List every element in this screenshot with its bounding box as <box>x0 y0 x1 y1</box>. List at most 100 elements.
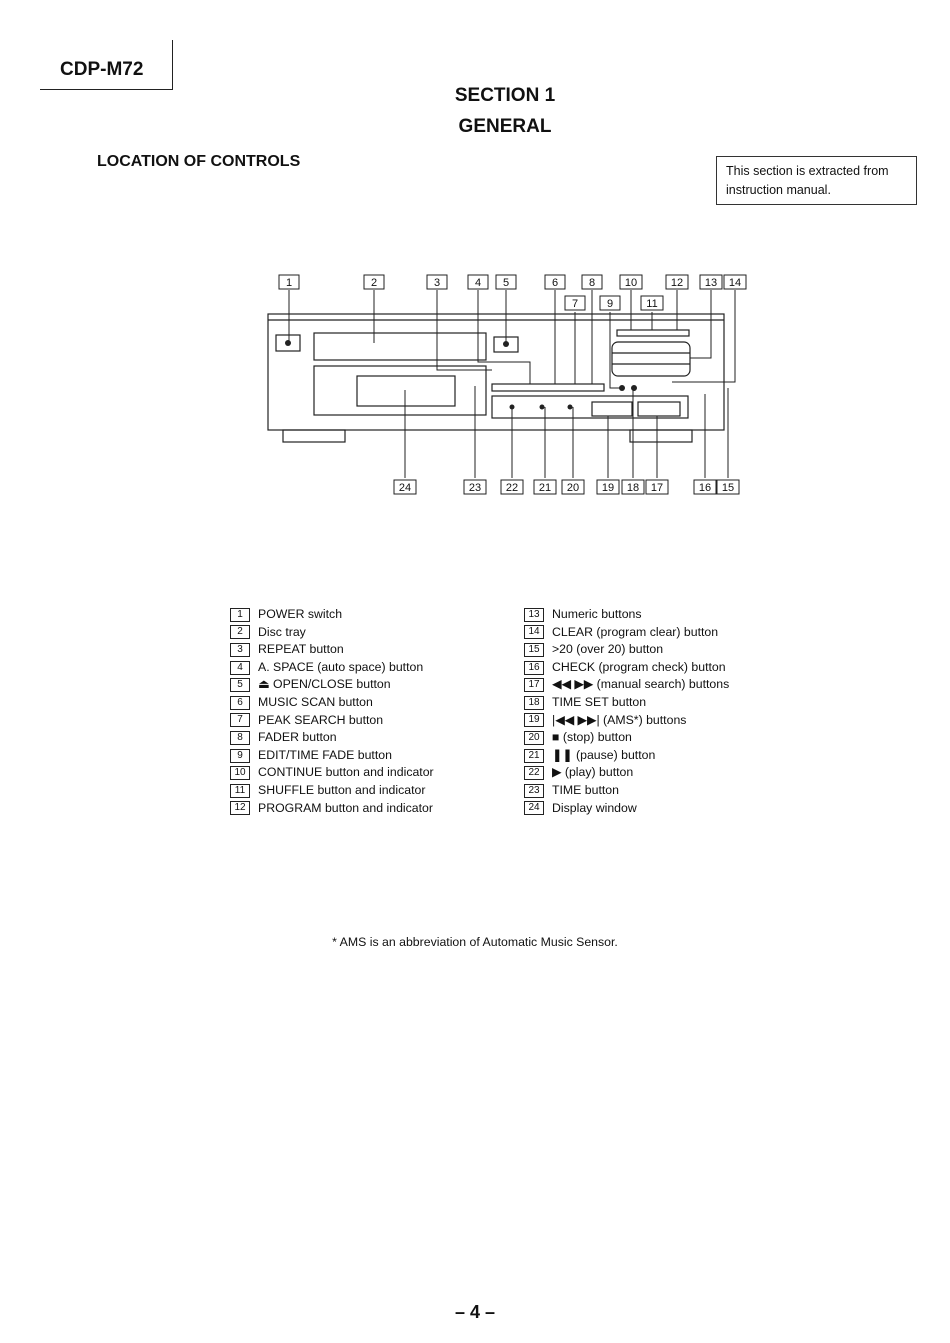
callout-number: 2 <box>371 277 377 289</box>
callout-box <box>599 295 621 311</box>
legend-number-box: 20 <box>524 730 544 745</box>
model-divider-horizontal <box>40 89 173 90</box>
callout-number: 1 <box>286 277 292 289</box>
legend-number-box: 22 <box>524 766 544 781</box>
ams-footnote: * AMS is an abbreviation of Automatic Mu… <box>332 935 618 949</box>
callout-box <box>640 295 664 311</box>
callout-number: 19 <box>602 482 614 494</box>
legend-number-box: 12 <box>230 801 250 816</box>
callout-number: 15 <box>722 482 734 494</box>
legend-number-box: 15 <box>524 642 544 657</box>
legend-label: CONTINUE button and indicator <box>258 765 434 780</box>
legend-item: 5⏏ OPEN/CLOSE button <box>230 676 434 694</box>
front-panel-diagram <box>267 290 736 478</box>
legend-item: 10 CONTINUE button and indicator <box>230 764 434 782</box>
right-foot <box>629 429 693 443</box>
callout-box <box>693 479 717 495</box>
callout-number: 13 <box>705 277 717 289</box>
legend-number-box: 21 <box>524 748 544 763</box>
legend-label: TIME SET button <box>552 694 647 709</box>
callout-box <box>426 274 448 290</box>
legend-label: CHECK (program check) button <box>552 659 726 674</box>
callout-box <box>363 274 385 290</box>
legend-label: ▶ (play) button <box>552 765 634 780</box>
legend-item: 20■ (stop) button <box>524 729 729 747</box>
player-chassis <box>267 313 725 431</box>
legend-item: 22 ▶ (play) button <box>524 764 729 782</box>
callout-box <box>561 479 585 495</box>
display-window-shape <box>313 365 487 416</box>
callout-number: 5 <box>503 277 509 289</box>
legend-number-box: 10 <box>230 766 250 781</box>
legend-number-box: 24 <box>524 801 544 816</box>
model-divider-vertical <box>172 40 173 90</box>
callout-box <box>723 274 747 290</box>
callout-number: 23 <box>469 482 481 494</box>
legend-item: 19|◀◀ ▶▶| (AMS*) buttons <box>524 712 729 730</box>
legend-label: SHUFFLE button and indicator <box>258 782 426 797</box>
callout-box <box>645 479 669 495</box>
function-button-row <box>491 383 605 392</box>
extract-note-box: This section is extracted from instructi… <box>716 156 917 205</box>
section-title: SECTION 1 <box>454 85 556 106</box>
callout-number: 22 <box>506 482 518 494</box>
callout-number: 6 <box>552 277 558 289</box>
legend-number-box: 9 <box>230 748 250 763</box>
legend-label: PROGRAM button and indicator <box>258 800 433 815</box>
legend-item: 15>20 (over 20) button <box>524 641 729 659</box>
callout-box <box>278 274 300 290</box>
legend-number-box: 7 <box>230 713 250 728</box>
legend-item: 21❚❚ (pause) button <box>524 747 729 765</box>
callout-number: 14 <box>729 277 741 289</box>
legend-item: 12 PROGRAM button and indicator <box>230 800 434 818</box>
callout-number: 9 <box>607 298 613 310</box>
legend-label: CLEAR (program clear) button <box>552 624 719 639</box>
callout-box <box>621 479 645 495</box>
legend-number-box: 17 <box>524 678 544 693</box>
transport-button-row <box>491 395 689 419</box>
power-switch-shape <box>275 334 301 352</box>
callout-number: 21 <box>539 482 551 494</box>
legend-label: A. SPACE (auto space) button <box>258 659 424 674</box>
callout-number: 18 <box>627 482 639 494</box>
legend-number-box: 14 <box>524 625 544 640</box>
legend-item: 9 EDIT/TIME FADE button <box>230 747 434 765</box>
callout-number: 11 <box>646 298 657 310</box>
callout-box <box>500 479 524 495</box>
callout-box <box>596 479 620 495</box>
callout-box <box>467 274 489 290</box>
section-subject: GENERAL <box>458 116 552 137</box>
legend-number-box: 2 <box>230 625 250 640</box>
legend-number-box: 5 <box>230 678 250 693</box>
page-number: – 4 – <box>454 1302 496 1322</box>
legend-number-box: 23 <box>524 783 544 798</box>
callout-number: 10 <box>625 277 637 289</box>
callout-box <box>581 274 603 290</box>
callout-box <box>495 274 517 290</box>
callout-box <box>533 479 557 495</box>
callout-number: 4 <box>475 277 481 289</box>
legend-label: EDIT/TIME FADE button <box>258 747 392 762</box>
callout-box <box>699 274 723 290</box>
legend-item: 16 CHECK (program check) button <box>524 659 729 677</box>
legend-item: 17◀◀ ▶▶ (manual search) buttons <box>524 676 729 694</box>
callout-number: 12 <box>671 277 683 289</box>
legend-label: MUSIC SCAN button <box>258 694 373 709</box>
callout-box <box>393 479 417 495</box>
legend-number-box: 16 <box>524 660 544 675</box>
numeric-keypad-shape <box>611 341 691 377</box>
subheading-location-of-controls: LOCATION OF CONTROLS <box>97 153 301 170</box>
model-number: CDP-M72 <box>60 59 144 80</box>
legend-item: 14 CLEAR (program clear) button <box>524 624 729 642</box>
disc-tray-shape <box>313 332 487 361</box>
